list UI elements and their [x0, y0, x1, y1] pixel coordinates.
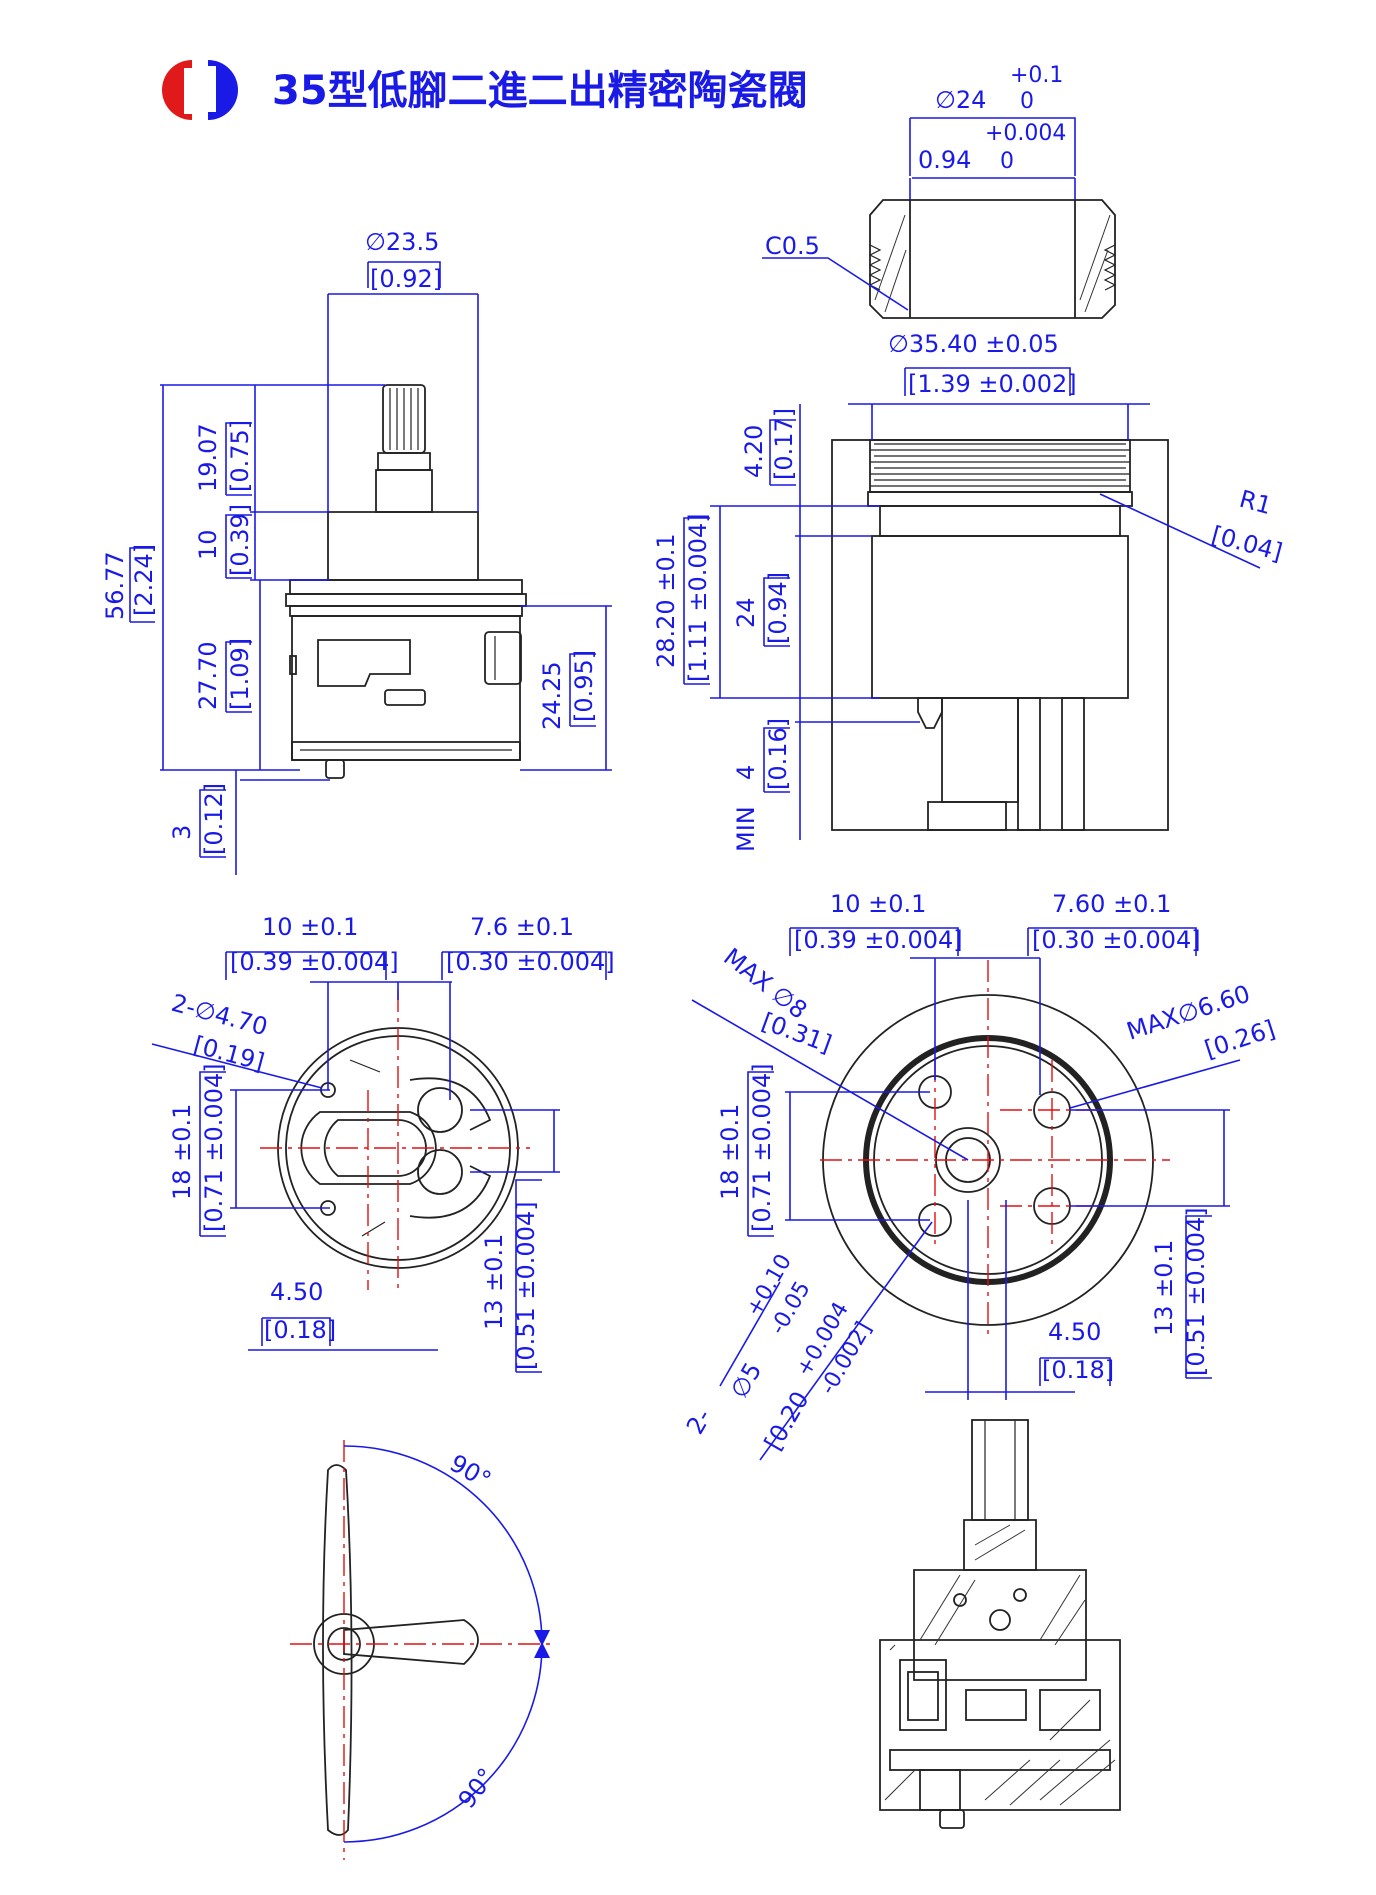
seat-pos-b-in: [0.30 ±0.004] — [1032, 926, 1201, 954]
sec-height: 28.20 ±0.1 — [652, 533, 680, 668]
side-total-h-in: [2.24] — [130, 544, 158, 616]
ring-dia: ∅24 — [935, 86, 986, 114]
seat-pin-qty: 2- — [681, 1404, 717, 1439]
sec-thread-h-in: [0.17] — [770, 408, 798, 480]
ring-dia-tol-up: +0.1 — [1010, 63, 1063, 88]
bot-hole: 2-∅4.70 — [168, 989, 270, 1041]
side-body-h: 27.70 — [194, 641, 222, 710]
ring-dia-tol-lo: 0 — [1020, 89, 1034, 114]
drawing-title: 35型低腳二進二出精密陶瓷閥 — [272, 68, 808, 114]
seat-pin-note: 2- ∅5 +0.10 -0.05 [0.20 +0.004 -0.002] — [681, 1221, 933, 1461]
bot-pos-a: 10 ±0.1 — [262, 913, 358, 941]
ring-chamfer: C0.5 — [765, 232, 820, 260]
side-base-h: 3 — [168, 825, 196, 840]
side-base-h-in: [0.12] — [200, 783, 228, 855]
top-ring-view: ∅24 +0.1 0 +0.004 0.94 0 C0.5 — [762, 63, 1117, 319]
bot-pos-b: 7.6 ±0.1 — [470, 913, 574, 941]
sec-height-in: [1.11 ±0.004] — [684, 513, 712, 682]
sec-body-h-in: [0.94] — [764, 572, 792, 644]
sec-body-h: 24 — [732, 597, 760, 628]
bot-vert-a: 18 ±0.1 — [168, 1104, 196, 1200]
seat-pos-b: 7.60 ±0.1 — [1052, 890, 1171, 918]
side-neck-h-in: [0.39] — [226, 504, 254, 576]
seat-pos-a-in: [0.39 ±0.004] — [794, 926, 963, 954]
ring-in-tol-up: +0.004 — [985, 121, 1066, 146]
header: 35型低腳二進二出精密陶瓷閥 — [162, 60, 808, 120]
seat-view: 10 ±0.1 [0.39 ±0.004] 7.60 ±0.1 [0.30 ±0… — [681, 890, 1278, 1461]
sec-pin-h-in: [0.16] — [764, 718, 792, 790]
side-top-dia-in: [0.92] — [370, 265, 442, 293]
section-view: ∅35.40 ±0.05 [1.39 ±0.002] R1 [0.04] 4.2… — [652, 330, 1285, 852]
bot-vert-a-in: [0.71 ±0.004] — [200, 1063, 228, 1232]
side-stem-h-in: [0.75] — [226, 420, 254, 492]
sec-radius: R1 — [1236, 485, 1274, 520]
seat-pos-a: 10 ±0.1 — [830, 890, 926, 918]
seat-vert-a: 18 ±0.1 — [716, 1104, 744, 1200]
side-window-h-in: [0.95] — [570, 650, 598, 722]
side-neck-h: 10 — [194, 529, 222, 560]
rotation-view: 90° 90° — [290, 1440, 550, 1860]
seat-off: 4.50 — [1048, 1318, 1101, 1346]
bot-off: 4.50 — [270, 1278, 323, 1306]
side-total-h: 56.77 — [101, 551, 129, 620]
side-window-h: 24.25 — [538, 661, 566, 730]
cross-section — [879, 1419, 1121, 1829]
ring-in-tol-lo: 0 — [1000, 149, 1014, 174]
sec-dia-in: [1.39 ±0.002] — [908, 370, 1077, 398]
seat-max-b-in: [0.26] — [1201, 1015, 1278, 1064]
sec-pin-h: 4 — [732, 765, 760, 780]
sec-pin-min: MIN — [732, 806, 760, 852]
rot-angle-b: 90° — [453, 1763, 501, 1814]
seat-vert-a-in: [0.71 ±0.004] — [748, 1063, 776, 1232]
sec-thread-h: 4.20 — [740, 425, 768, 478]
seat-off-in: [0.18] — [1042, 1356, 1114, 1384]
side-stem-h: 19.07 — [194, 423, 222, 492]
bot-vert-b: 13 ±0.1 — [480, 1234, 508, 1330]
bottom-view: 10 ±0.1 [0.39 ±0.004] 7.6 ±0.1 [0.30 ±0.… — [151, 913, 615, 1373]
sec-dia: ∅35.40 ±0.05 — [888, 330, 1059, 358]
h-logo — [162, 60, 238, 120]
seat-pin-dia: ∅5 — [725, 1358, 767, 1403]
ring-in: 0.94 — [918, 146, 971, 174]
side-view: ∅23.5 [0.92] 56.77 [2.24] 19.07 [0.75] 1… — [101, 228, 612, 875]
bot-off-in: [0.18] — [264, 1316, 336, 1344]
sec-radius-in: [0.04] — [1208, 521, 1285, 567]
side-body-h-in: [1.09] — [226, 638, 254, 710]
side-top-dia: ∅23.5 — [365, 228, 439, 256]
seat-vert-b: 13 ±0.1 — [1150, 1240, 1178, 1336]
rot-angle-a: 90° — [445, 1449, 496, 1495]
